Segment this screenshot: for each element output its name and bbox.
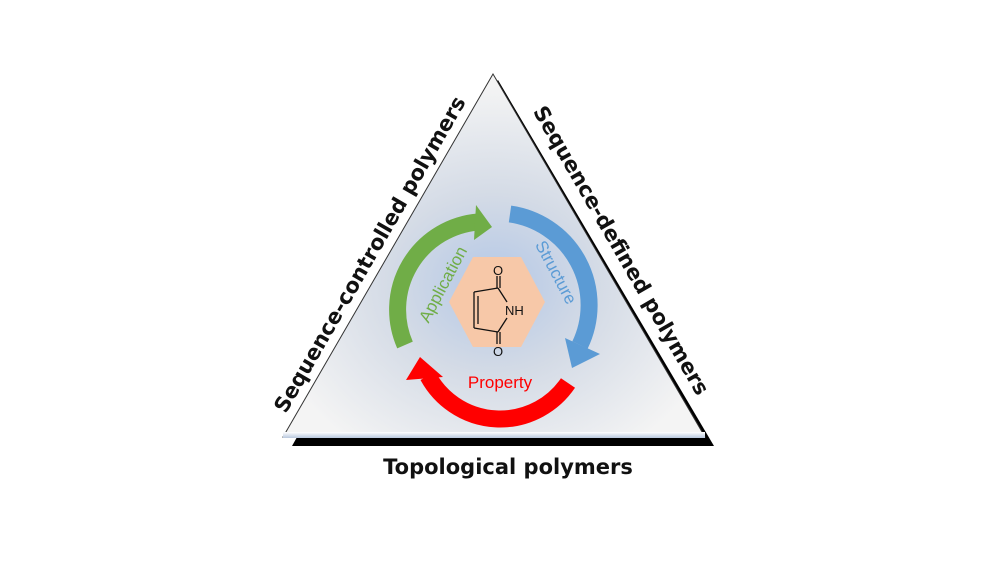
nh-label: NH (505, 303, 524, 318)
structure-arrow (508, 205, 600, 368)
label-topological: Topological polymers (383, 455, 633, 479)
oxygen-bottom: O (493, 344, 503, 359)
application-arrow (389, 205, 492, 349)
maleimide-structure (473, 276, 508, 344)
property-label: Property (468, 373, 533, 392)
oxygen-top: O (493, 263, 503, 278)
center-hexagon (449, 257, 545, 347)
property-arrow (406, 357, 576, 428)
triangle-base (283, 432, 705, 438)
